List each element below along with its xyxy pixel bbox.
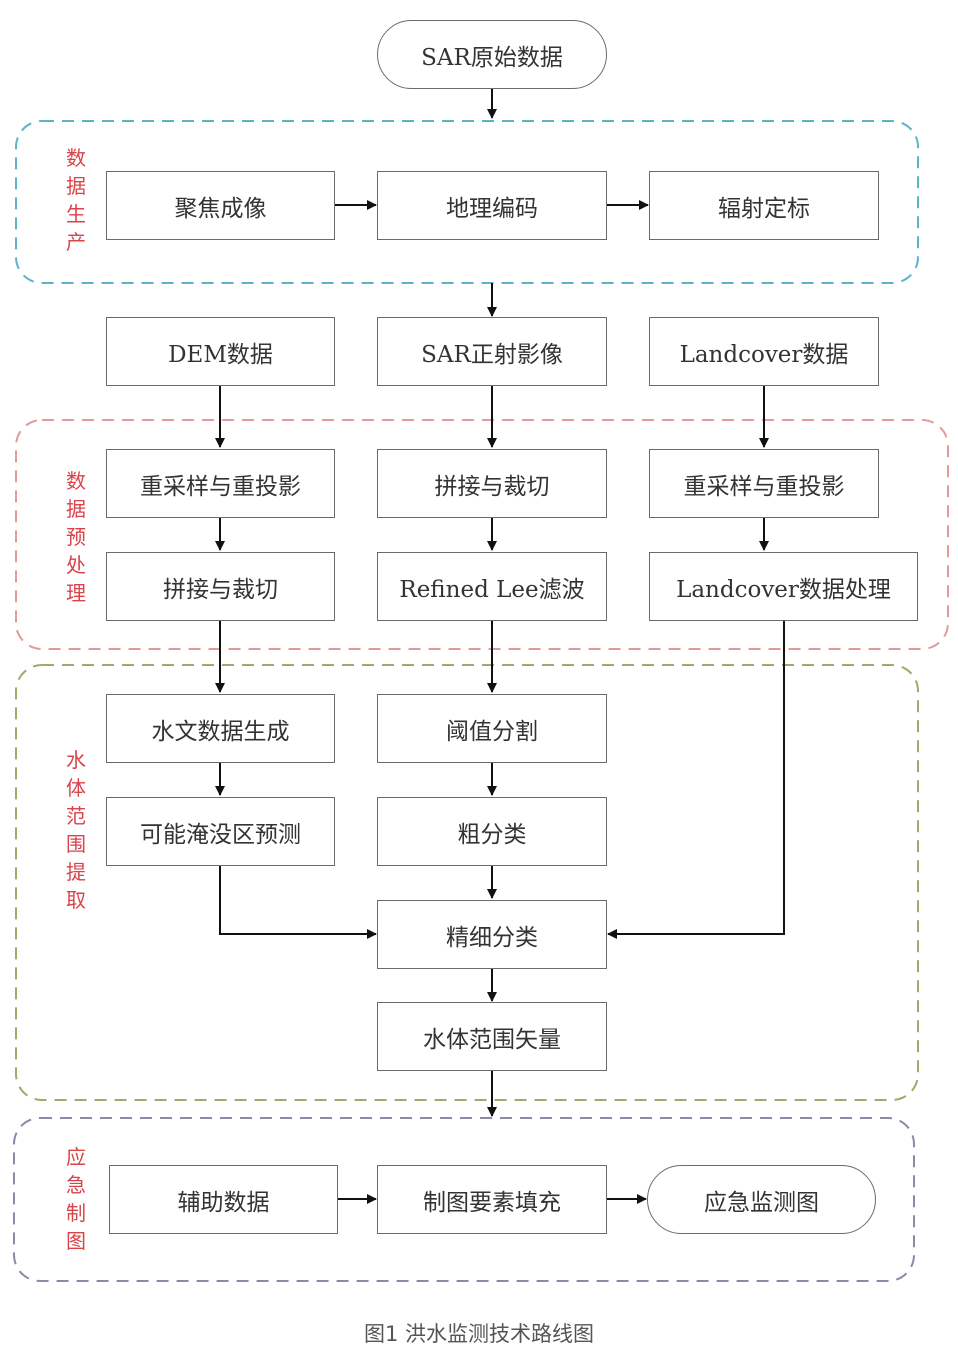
group-label-char: 预: [66, 525, 86, 549]
node-dem-resample-reproject[interactable]: 重采样与重投影: [106, 449, 335, 518]
group-label-char: 急: [66, 1173, 86, 1197]
node-hydro-data-generation[interactable]: 水文数据生成: [106, 694, 335, 763]
node-geocoding[interactable]: 地理编码: [377, 171, 607, 240]
group-label-char: 提: [66, 860, 86, 884]
group-label-extraction: 水体范围提取: [64, 746, 88, 914]
node-landcover-resample-reproject[interactable]: 重采样与重投影: [649, 449, 879, 518]
node-dem-data[interactable]: DEM数据: [106, 317, 335, 386]
group-label-char: 体: [66, 776, 86, 800]
node-water-extent-vector[interactable]: 水体范围矢量: [377, 1002, 607, 1071]
node-dem-mosaic-clip[interactable]: 拼接与裁切: [106, 552, 335, 621]
group-label-preprocessing: 数据预处理: [64, 467, 88, 607]
group-label-char: 围: [66, 832, 86, 856]
node-threshold-segmentation[interactable]: 阈值分割: [377, 694, 607, 763]
node-landcover-processing[interactable]: Landcover数据处理: [649, 552, 918, 621]
group-label-mapping: 应急制图: [64, 1143, 88, 1255]
node-fine-classification[interactable]: 精细分类: [377, 900, 607, 969]
node-focus-imaging[interactable]: 聚焦成像: [106, 171, 335, 240]
group-label-production: 数据生产: [64, 144, 88, 256]
group-label-char: 图: [66, 1229, 86, 1253]
group-label-char: 产: [66, 230, 86, 254]
group-label-char: 处: [66, 553, 86, 577]
group-label-char: 生: [66, 202, 86, 226]
node-flood-area-prediction[interactable]: 可能淹没区预测: [106, 797, 335, 866]
group-label-char: 制: [66, 1201, 86, 1225]
group-label-char: 范: [66, 804, 86, 828]
group-label-char: 据: [66, 174, 86, 198]
group-label-char: 数: [66, 146, 86, 170]
node-map-element-fill[interactable]: 制图要素填充: [377, 1165, 607, 1234]
group-label-char: 取: [66, 888, 86, 912]
figure-caption: 图1 洪水监测技术路线图: [363, 1322, 595, 1346]
node-refined-lee-filter[interactable]: Refined Lee滤波: [377, 552, 607, 621]
node-auxiliary-data[interactable]: 辅助数据: [109, 1165, 338, 1234]
node-landcover-data[interactable]: Landcover数据: [649, 317, 879, 386]
node-sar-ortho-image[interactable]: SAR正射影像: [377, 317, 607, 386]
group-label-char: 应: [66, 1145, 86, 1169]
arrow-predict-to-fine: [219, 866, 377, 939]
node-coarse-classification[interactable]: 粗分类: [377, 797, 607, 866]
node-radiometric-calibration[interactable]: 辐射定标: [649, 171, 879, 240]
node-sar-raw-data[interactable]: SAR原始数据: [377, 20, 607, 89]
group-label-char: 水: [66, 748, 86, 772]
group-label-char: 理: [66, 581, 86, 605]
arrow-landcover-to-fine: [607, 621, 785, 939]
group-label-char: 据: [66, 497, 86, 521]
group-label-char: 数: [66, 469, 86, 493]
node-sar-mosaic-clip[interactable]: 拼接与裁切: [377, 449, 607, 518]
node-emergency-monitoring-map[interactable]: 应急监测图: [647, 1165, 876, 1234]
